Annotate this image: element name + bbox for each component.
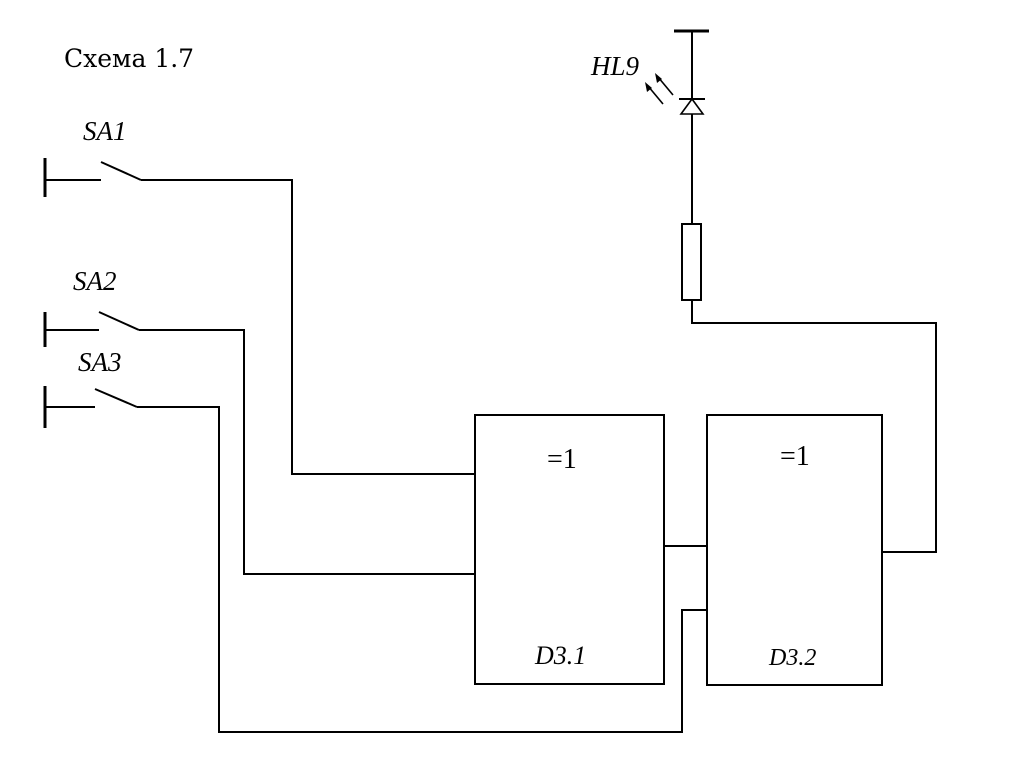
switch-blade-sa3 (94, 388, 138, 408)
gate-function-d31: =1 (547, 444, 577, 475)
switch-sa1 (43, 158, 142, 197)
led-body (679, 97, 705, 115)
switch-label-sa2: SA2 (73, 266, 117, 296)
wire-sa3-to-d32 (137, 406, 708, 733)
led-emission-arrows (645, 73, 674, 105)
diagram-title: Схема 1.7 (64, 44, 195, 73)
wire-sa1-to-d31 (141, 179, 474, 475)
switch-blade-sa1 (100, 161, 142, 181)
wire-d32-output (691, 300, 937, 553)
gate-label-d32: D3.2 (769, 645, 817, 671)
wire-sa2-to-d31 (139, 329, 474, 575)
resistor (681, 223, 702, 301)
led-label: HL9 (591, 51, 640, 81)
switch-sa3 (43, 386, 138, 428)
gate-function-d32: =1 (780, 441, 810, 472)
gate-label-d31: D3.1 (535, 641, 587, 670)
switch-label-sa1: SA1 (83, 116, 127, 146)
switch-label-sa3: SA3 (78, 347, 122, 377)
switch-sa2 (43, 311, 140, 347)
gate-box-d31 (474, 414, 665, 685)
gate-box-d32 (706, 414, 883, 686)
switch-blade-sa2 (98, 311, 140, 331)
